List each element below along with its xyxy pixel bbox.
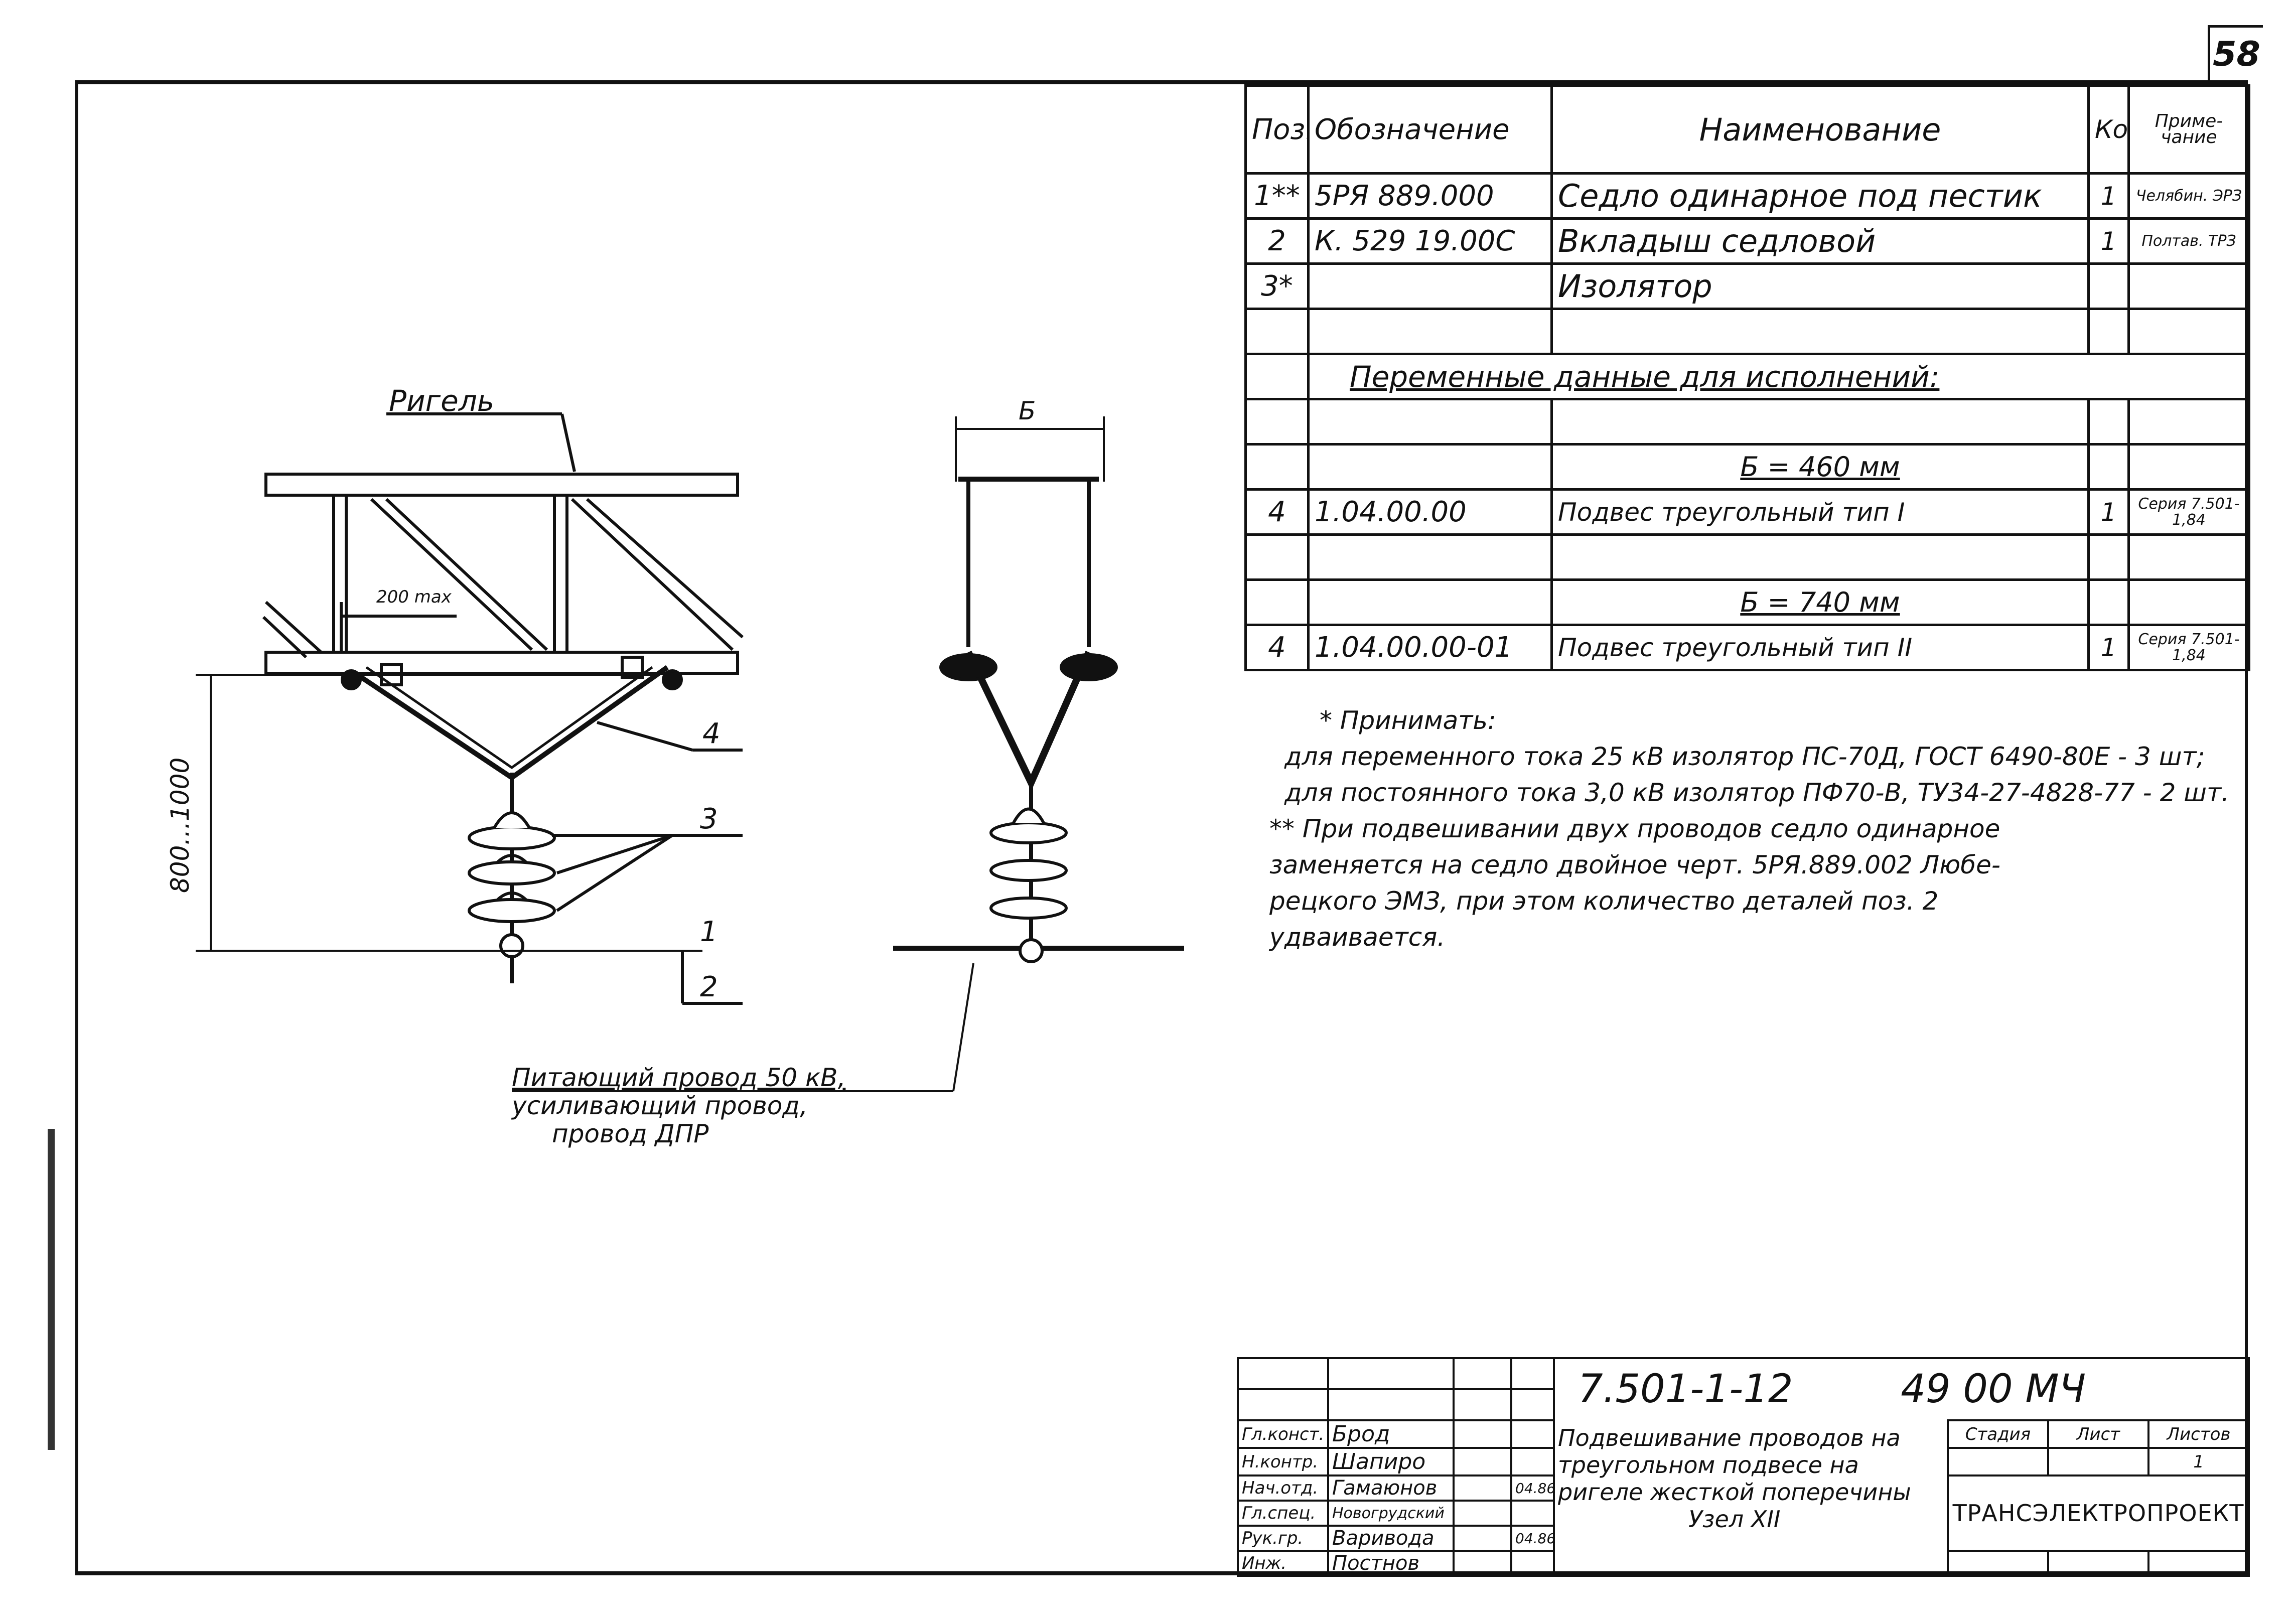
- stage-label: Стадия: [1947, 1419, 2049, 1449]
- table-row: 2 К. 529 19.00С Вкладыш седловой 1 Полта…: [1244, 217, 2250, 265]
- row-code: К. 529 19.00С: [1307, 217, 1553, 265]
- variant-a-label: Б = 460 мм: [1550, 443, 2090, 491]
- wire-label-line-2: усиливающий провод,: [512, 1091, 808, 1120]
- title-line-1: Подвешивание проводов на: [1558, 1424, 1901, 1451]
- spec-table: Поз. Обозначение Наименование Кол Приме-…: [1244, 84, 2250, 671]
- hdr-qty: Кол: [2087, 84, 2130, 175]
- row-qty: 1: [2087, 217, 2130, 265]
- sheets-label: Листов: [2147, 1419, 2250, 1449]
- role-1: Гл.конст.: [1237, 1419, 1329, 1449]
- title-line-4: Узел XII: [1688, 1506, 1781, 1533]
- name-2: Шапиро: [1327, 1447, 1455, 1477]
- role-2: Н.контр.: [1237, 1447, 1329, 1477]
- row-pos: 2: [1244, 217, 1310, 265]
- wire-label-line-1: Питающий провод 50 кВ,: [512, 1063, 846, 1092]
- role-5: Рук.гр.: [1237, 1525, 1329, 1552]
- rigel-label: Ригель: [389, 384, 495, 418]
- row-name: Седло одинарное под пестик: [1550, 172, 2090, 220]
- row-note: Челябин. ЭРЗ: [2127, 172, 2250, 220]
- wire-label: Питающий провод 50 кВ, усиливающий прово…: [512, 1064, 845, 1148]
- variable-data-title: Переменные данные для исполнений:: [1307, 353, 2250, 400]
- name-3: Гамаюнов: [1327, 1474, 1455, 1502]
- dim-b-label: Б: [1019, 396, 1036, 425]
- role-6: Инж.: [1237, 1550, 1329, 1577]
- date-3: 04.86: [1510, 1474, 1555, 1502]
- row-note: Серия 7.501-1,84: [2127, 624, 2250, 671]
- drawing-code: 7.501-1-12: [1578, 1367, 1793, 1412]
- variant-b-label: Б = 740 мм: [1550, 578, 2090, 626]
- row-note: [2127, 262, 2250, 310]
- note-line: ** При подвешивании двух проводов седло …: [1269, 814, 2000, 843]
- hdr-pos: Поз.: [1244, 84, 1310, 175]
- rigel-bottom-chord: [264, 651, 739, 675]
- row-qty: [2087, 262, 2130, 310]
- row-name: Подвес треугольный тип I: [1550, 488, 2090, 536]
- table-row: 4 1.04.00.00-01 Подвес треугольный тип I…: [1244, 624, 2250, 671]
- technical-drawing: [196, 412, 1184, 1092]
- row-qty: 1: [2087, 172, 2130, 220]
- dim-height-label: 800...1000: [166, 757, 195, 893]
- callout-3: 3: [700, 803, 718, 835]
- row-code: 5РЯ 889.000: [1307, 172, 1553, 220]
- row-pos: 3*: [1244, 262, 1310, 310]
- hdr-code: Обозначение: [1307, 84, 1553, 175]
- table-row: 3* Изолятор: [1244, 262, 2250, 310]
- drawing-sheet-code: 49 00 МЧ: [1901, 1367, 2086, 1412]
- row-name: Вкладыш седловой: [1550, 217, 2090, 265]
- binding-strip: [48, 1129, 55, 1450]
- table-row: 1** 5РЯ 889.000 Седло одинарное под пест…: [1244, 172, 2250, 220]
- row-qty: 1: [2087, 624, 2130, 671]
- name-5: Варивода: [1327, 1525, 1455, 1552]
- row-code: 1.04.00.00: [1307, 488, 1553, 536]
- organization: ТРАНСЭЛЕКТРОПРОЕКТ: [1946, 1474, 2250, 1552]
- dim-200-label: 200 max: [376, 587, 452, 607]
- rigel-top-chord: [264, 473, 739, 497]
- row-name: Подвес треугольный тип II: [1550, 624, 2090, 671]
- callout-2: 2: [700, 971, 718, 1003]
- row-note: Серия 7.501-1,84: [2127, 488, 2250, 536]
- wire-label-line-3: провод ДПР: [552, 1119, 709, 1148]
- row-pos: 1**: [1244, 172, 1310, 220]
- callout-4: 4: [702, 717, 721, 750]
- role-3: Нач.отд.: [1237, 1474, 1329, 1502]
- drawing-frame: [75, 80, 2248, 1575]
- note-line: для переменного тока 25 кВ изолятор ПС-7…: [1284, 742, 2205, 771]
- note-line: заменяется на седло двойное черт. 5РЯ.88…: [1269, 850, 2000, 879]
- hdr-name: Наименование: [1550, 84, 2090, 175]
- row-note: Полтав. ТРЗ: [2127, 217, 2250, 265]
- hdr-note: Приме-чание: [2127, 84, 2250, 175]
- name-1: Брод: [1327, 1419, 1455, 1449]
- sheet-label: Лист: [2047, 1419, 2149, 1449]
- role-4: Гл.спец.: [1237, 1500, 1329, 1527]
- note-line: для постоянного тока 3,0 кВ изолятор ПФ7…: [1284, 778, 2230, 807]
- callout-1: 1: [700, 916, 718, 948]
- table-row: 4 1.04.00.00 Подвес треугольный тип I 1 …: [1244, 488, 2250, 536]
- date-5: 04.86: [1510, 1525, 1555, 1552]
- date-2: [1510, 1447, 1555, 1477]
- date-4: [1510, 1500, 1555, 1527]
- title-block: 7.501-1-12 49 00 МЧ Гл.конст. Брод Подве…: [1237, 1357, 2250, 1577]
- date-6: [1510, 1550, 1555, 1577]
- note-line: * Принимать:: [1320, 706, 1496, 735]
- sheets-value: 1: [2147, 1447, 2250, 1477]
- row-code: 1.04.00.00-01: [1307, 624, 1553, 671]
- row-name: Изолятор: [1550, 262, 2090, 310]
- row-pos: 4: [1244, 488, 1310, 536]
- title-line-3: ригеле жесткой поперечины: [1558, 1479, 1911, 1506]
- row-qty: 1: [2087, 488, 2130, 536]
- row-pos: 4: [1244, 624, 1310, 671]
- row-code: [1307, 262, 1553, 310]
- notes-block: * Принимать: для переменного тока 25 кВ …: [1269, 702, 2230, 955]
- name-6: Постнов: [1327, 1550, 1455, 1577]
- sheet-number: 58: [2208, 25, 2263, 81]
- date-1: [1510, 1419, 1555, 1449]
- title-line-2: треугольном подвесе на: [1558, 1451, 1859, 1479]
- name-4: Новогрудский: [1327, 1500, 1455, 1527]
- note-line: рецкого ЭМЗ, при этом количество деталей…: [1269, 887, 1939, 916]
- note-line: удваивается.: [1269, 923, 1446, 952]
